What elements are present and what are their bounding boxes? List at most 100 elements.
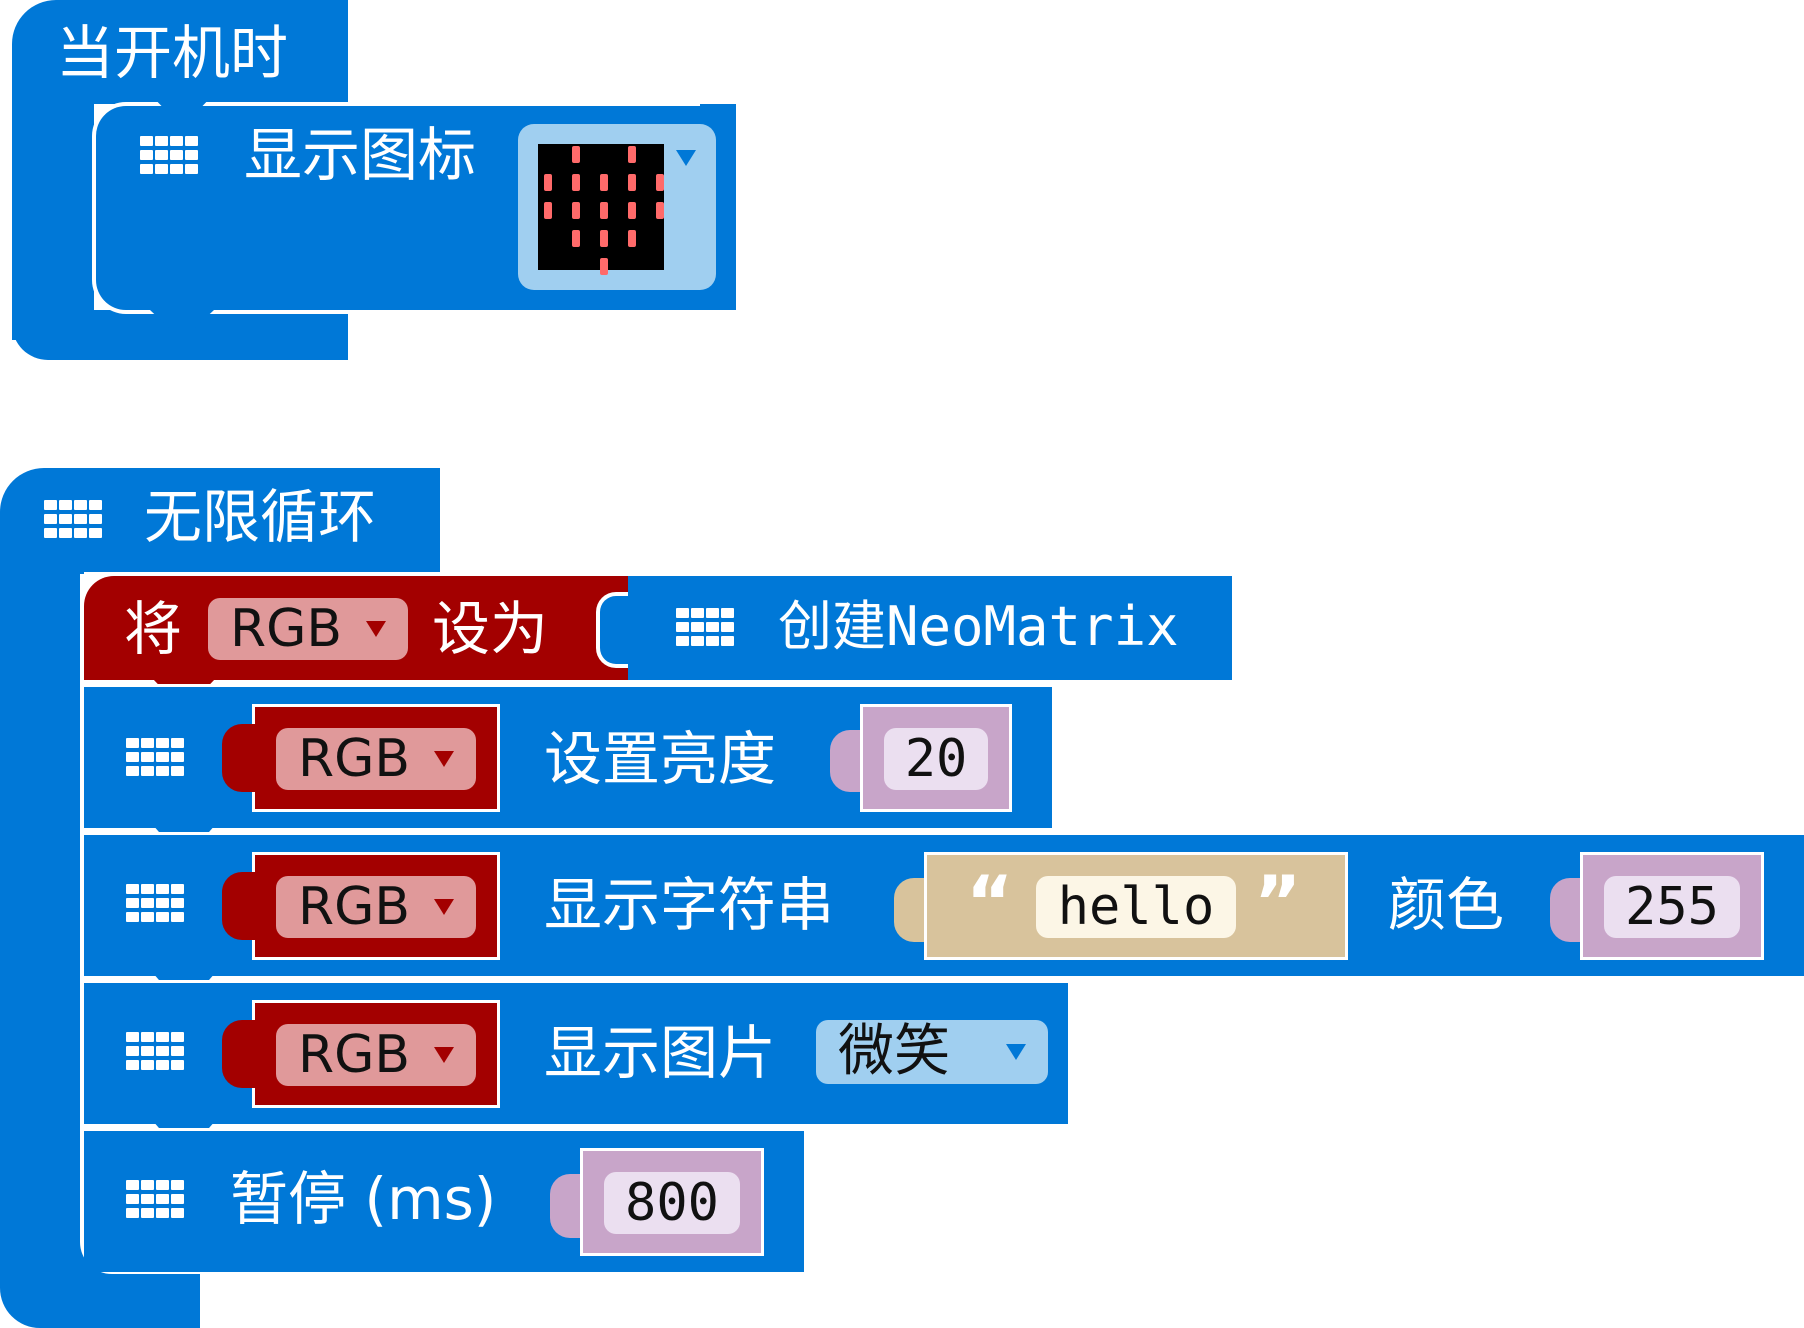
pause-input[interactable]: 800: [604, 1172, 740, 1234]
grid-dot: [126, 898, 139, 908]
forever-bottom: [0, 1270, 200, 1328]
led-grid-icon: [140, 136, 198, 176]
led-pixel: [600, 230, 608, 247]
grid-dot: [156, 912, 169, 922]
grid-dot: [74, 528, 87, 538]
grid-dot: [721, 622, 734, 632]
show-string-label: 显示字符串: [544, 871, 835, 939]
grid-dot: [141, 1194, 154, 1204]
grid-dot: [185, 164, 198, 174]
led-pixel: [572, 146, 580, 163]
grid-dot: [126, 1208, 139, 1218]
icon-picker-dropdown[interactable]: [518, 124, 716, 290]
show-image-label: 显示图片: [544, 1019, 777, 1087]
grid-dot: [59, 528, 72, 538]
grid-dot: [141, 1208, 154, 1218]
variable-dropdown[interactable]: RGB: [276, 1024, 476, 1086]
led-pixel: [656, 174, 664, 191]
grid-dot: [156, 752, 169, 762]
grid-dot: [171, 1046, 184, 1056]
led-pixel: [656, 202, 664, 219]
grid-dot: [170, 136, 183, 146]
chevron-down-icon: [434, 751, 454, 767]
grid-dot: [140, 150, 153, 160]
grid-dot: [171, 1032, 184, 1042]
variable-dropdown[interactable]: RGB: [276, 728, 476, 790]
brightness-input[interactable]: 20: [884, 728, 988, 790]
on-start-label: 当开机时: [56, 19, 289, 87]
grid-dot: [126, 766, 139, 776]
forever-inner-border: [80, 574, 200, 1274]
grid-dot: [44, 500, 57, 510]
grid-dot: [171, 1194, 184, 1204]
grid-dot: [171, 1060, 184, 1070]
grid-dot: [171, 766, 184, 776]
variable-dropdown-value: RGB: [298, 877, 411, 937]
grid-dot: [140, 164, 153, 174]
image-dropdown[interactable]: 微笑: [816, 1020, 1048, 1084]
grid-dot: [156, 1180, 169, 1190]
led-pixel: [572, 230, 580, 247]
led-grid-icon: [126, 1180, 184, 1220]
grid-dot: [171, 884, 184, 894]
forever-left-arm: [0, 568, 84, 1288]
grid-dot: [141, 912, 154, 922]
chevron-down-icon: [366, 621, 386, 637]
grid-dot: [691, 608, 704, 618]
grid-dot: [171, 1180, 184, 1190]
variable-dropdown-value: RGB: [298, 1025, 411, 1085]
grid-dot: [126, 752, 139, 762]
grid-dot: [141, 766, 154, 776]
variable-dropdown[interactable]: RGB: [276, 876, 476, 938]
to-label: 设为: [432, 595, 549, 663]
grid-dot: [156, 1060, 169, 1070]
grid-dot: [89, 514, 102, 524]
string-input[interactable]: hello: [1036, 876, 1236, 938]
led-pixel: [628, 202, 636, 219]
grid-dot: [155, 136, 168, 146]
led-pixel: [572, 174, 580, 191]
led-pixel: [600, 258, 608, 275]
grid-dot: [155, 164, 168, 174]
grid-dot: [171, 738, 184, 748]
grid-dot: [155, 150, 168, 160]
grid-dot: [156, 884, 169, 894]
set-label: 将: [124, 595, 183, 663]
led-pixel: [572, 202, 580, 219]
variable-reporter-tab: [222, 724, 258, 792]
grid-dot: [141, 1180, 154, 1190]
grid-dot: [676, 622, 689, 632]
grid-dot: [126, 1046, 139, 1056]
color-input[interactable]: 255: [1604, 876, 1740, 938]
grid-dot: [74, 514, 87, 524]
variable-dropdown-value: RGB: [298, 729, 411, 789]
grid-dot: [706, 636, 719, 646]
grid-dot: [141, 1060, 154, 1070]
grid-dot: [170, 150, 183, 160]
grid-dot: [141, 884, 154, 894]
variable-reporter-tab: [222, 1020, 258, 1088]
grid-dot: [59, 514, 72, 524]
grid-dot: [156, 766, 169, 776]
grid-dot: [126, 738, 139, 748]
grid-dot: [171, 898, 184, 908]
grid-dot: [141, 738, 154, 748]
grid-dot: [126, 884, 139, 894]
led-grid-icon: [676, 608, 734, 648]
grid-dot: [89, 528, 102, 538]
grid-dot: [171, 1208, 184, 1218]
variable-dropdown[interactable]: RGB: [208, 598, 408, 660]
grid-dot: [170, 164, 183, 174]
chevron-down-icon: [1006, 1044, 1026, 1060]
grid-dot: [691, 636, 704, 646]
show-icon-top-notch: [150, 94, 214, 114]
icon-preview: [538, 144, 664, 275]
grid-dot: [156, 1046, 169, 1056]
grid-dot: [156, 1194, 169, 1204]
grid-dot: [141, 898, 154, 908]
chevron-down-icon: [434, 1047, 454, 1063]
create-neomatrix-label: 创建NeoMatrix: [778, 595, 1179, 658]
on-start-left-arm: [12, 100, 94, 340]
forever-label: 无限循环: [144, 483, 377, 551]
led-grid-icon: [126, 1032, 184, 1072]
